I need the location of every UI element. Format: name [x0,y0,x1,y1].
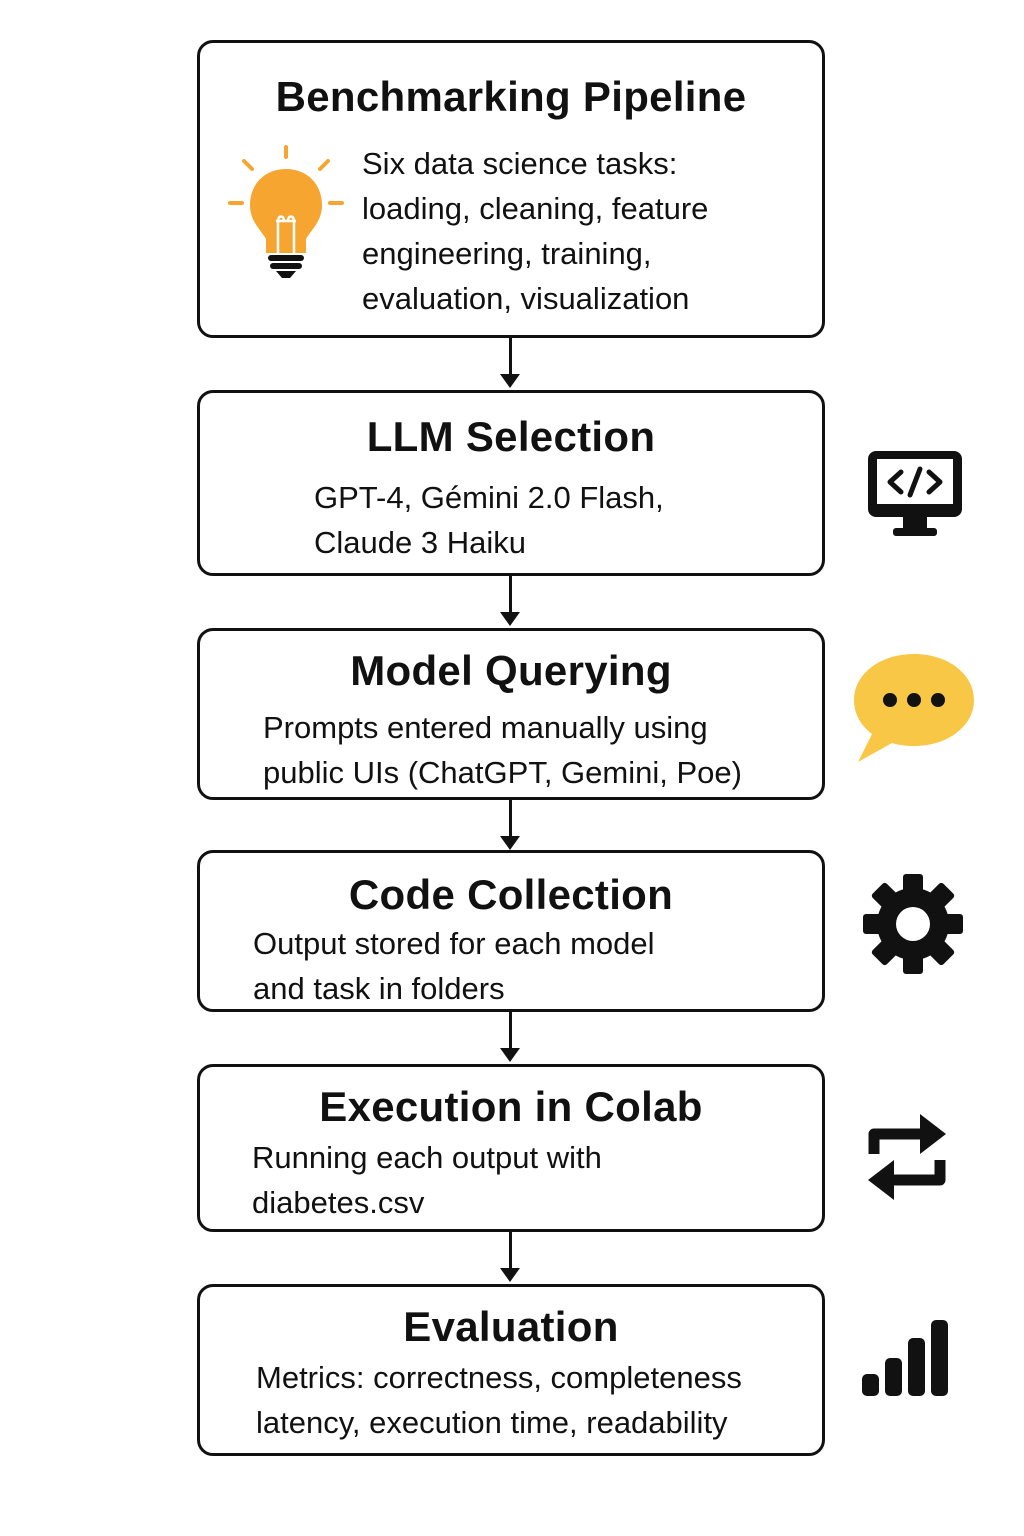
step-description: Output stored for each model and task in… [253,921,655,1011]
chat-bubble-icon [850,650,978,768]
step-title: LLM Selection [366,413,656,460]
step-description: Running each output with diabetes.csv [252,1135,602,1225]
step-title: Benchmarking Pipeline [275,73,747,120]
description-line: and task in folders [253,971,505,1006]
arrow-down-icon [500,612,520,626]
connector-line [509,576,512,616]
step-code-collection: Code Collection Output stored for each m… [197,850,825,1012]
code-monitor-icon [865,448,965,540]
step-title: Model Querying [350,647,672,694]
step-description: Prompts entered manually using public UI… [263,705,742,795]
description-line: loading, cleaning, feature [362,191,709,226]
arrow-down-icon [500,374,520,388]
repeat-arrows-icon [864,1108,950,1206]
step-description: GPT-4, Gémini 2.0 Flash, Claude 3 Haiku [314,475,664,565]
description-line: engineering, training, [362,236,652,271]
step-execution-in-colab: Execution in Colab Running each output w… [197,1064,825,1232]
lightbulb-icon [226,143,346,283]
connector-line [509,1012,512,1050]
description-line: Six data science tasks: [362,146,678,181]
description-line: GPT-4, Gémini 2.0 Flash, [314,480,664,515]
step-model-querying: Model Querying Prompts entered manually … [197,628,825,800]
arrow-down-icon [500,1048,520,1062]
description-line: Running each output with [252,1140,602,1175]
gear-icon [862,873,964,975]
description-line: Output stored for each model [253,926,655,961]
step-title: Execution in Colab [319,1083,703,1130]
step-benchmarking-pipeline: Benchmarking Pipeline Six data science t… [197,40,825,338]
step-llm-selection: LLM Selection GPT-4, Gémini 2.0 Flash, C… [197,390,825,576]
description-line: diabetes.csv [252,1185,425,1220]
step-title: Code Collection [348,871,674,918]
description-line: Claude 3 Haiku [314,525,526,560]
step-evaluation: Evaluation Metrics: correctness, complet… [197,1284,825,1456]
step-title: Evaluation [403,1303,619,1350]
description-line: public UIs (ChatGPT, Gemini, Poe) [263,755,742,790]
connector-line [509,338,512,376]
bar-signal-icon [862,1318,948,1398]
arrow-down-icon [500,836,520,850]
description-line: Prompts entered manually using [263,710,708,745]
connector-line [509,800,512,838]
step-description: Six data science tasks: loading, cleanin… [362,141,708,321]
description-line: latency, execution time, readability [256,1405,728,1440]
step-description: Metrics: correctness, completeness laten… [256,1355,742,1445]
description-line: Metrics: correctness, completeness [256,1360,742,1395]
arrow-down-icon [500,1268,520,1282]
connector-line [509,1232,512,1270]
description-line: evaluation, visualization [362,281,690,316]
